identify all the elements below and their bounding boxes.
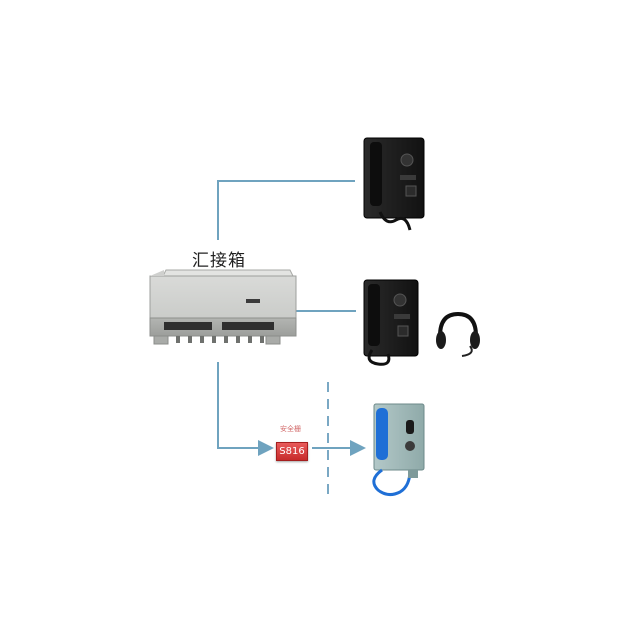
headset-icon — [436, 311, 480, 357]
line-to-phone-1 — [217, 180, 355, 240]
wall-telephone-icon — [363, 137, 425, 231]
junction-box-icon — [149, 269, 297, 345]
line-to-barrier — [217, 362, 274, 456]
junction-box-label: 汇接箱 — [192, 251, 246, 271]
wall-telephone-icon — [363, 279, 419, 366]
safety-barrier-caption: 安全栅 — [280, 425, 301, 433]
safety-barrier-model: S816 — [276, 442, 308, 461]
connector-lines — [217, 180, 366, 456]
explosion-proof-telephone-icon — [372, 403, 425, 497]
